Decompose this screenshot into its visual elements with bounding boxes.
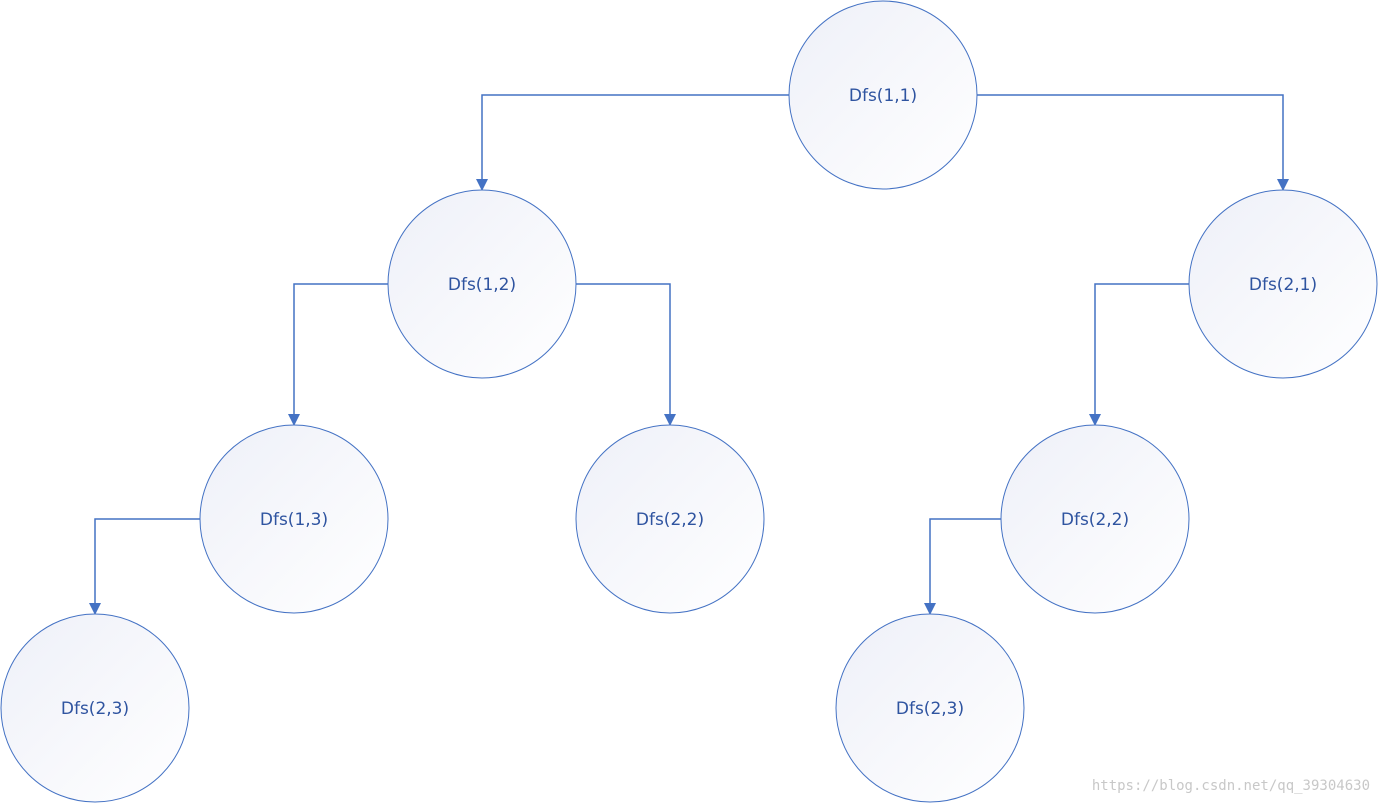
- node-circle: [1000, 424, 1190, 614]
- tree-node-n11: Dfs(1,1): [788, 0, 978, 190]
- tree-node-n22b: Dfs(2,2): [1000, 424, 1190, 614]
- node-label: Dfs(1,1): [849, 86, 917, 106]
- node-circle: [1188, 189, 1378, 379]
- edge-n12-to-n13: [288, 283, 388, 426]
- node-circle: [0, 613, 190, 803]
- edge-n11-to-n12: [476, 94, 789, 191]
- node-label: Dfs(2,3): [61, 699, 129, 719]
- node-circle: [788, 0, 978, 190]
- node-label: Dfs(2,1): [1249, 275, 1317, 295]
- node-circle: [575, 424, 765, 614]
- node-label: Dfs(2,2): [1061, 510, 1129, 530]
- tree-node-n22a: Dfs(2,2): [575, 424, 765, 614]
- node-label: Dfs(2,3): [896, 699, 964, 719]
- tree-node-n23b: Dfs(2,3): [835, 613, 1025, 803]
- edge-n21-to-n22b: [1089, 283, 1189, 426]
- tree-node-n12: Dfs(1,2): [387, 189, 577, 379]
- node-label: Dfs(1,2): [448, 275, 516, 295]
- edge-n13-to-n23a: [89, 518, 200, 615]
- edges-layer: [89, 94, 1289, 615]
- tree-node-n13: Dfs(1,3): [199, 424, 389, 614]
- tree-node-n21: Dfs(2,1): [1188, 189, 1378, 379]
- node-label: Dfs(2,2): [636, 510, 704, 530]
- node-circle: [835, 613, 1025, 803]
- node-circle: [199, 424, 389, 614]
- watermark-url: https://blog.csdn.net/qq_39304630: [1091, 778, 1370, 794]
- edge-n12-to-n22a: [576, 283, 676, 426]
- edge-n22b-to-n23b: [924, 518, 1001, 615]
- node-circle: [387, 189, 577, 379]
- edge-n11-to-n21: [977, 94, 1289, 191]
- tree-node-n23a: Dfs(2,3): [0, 613, 190, 803]
- node-label: Dfs(1,3): [260, 510, 328, 530]
